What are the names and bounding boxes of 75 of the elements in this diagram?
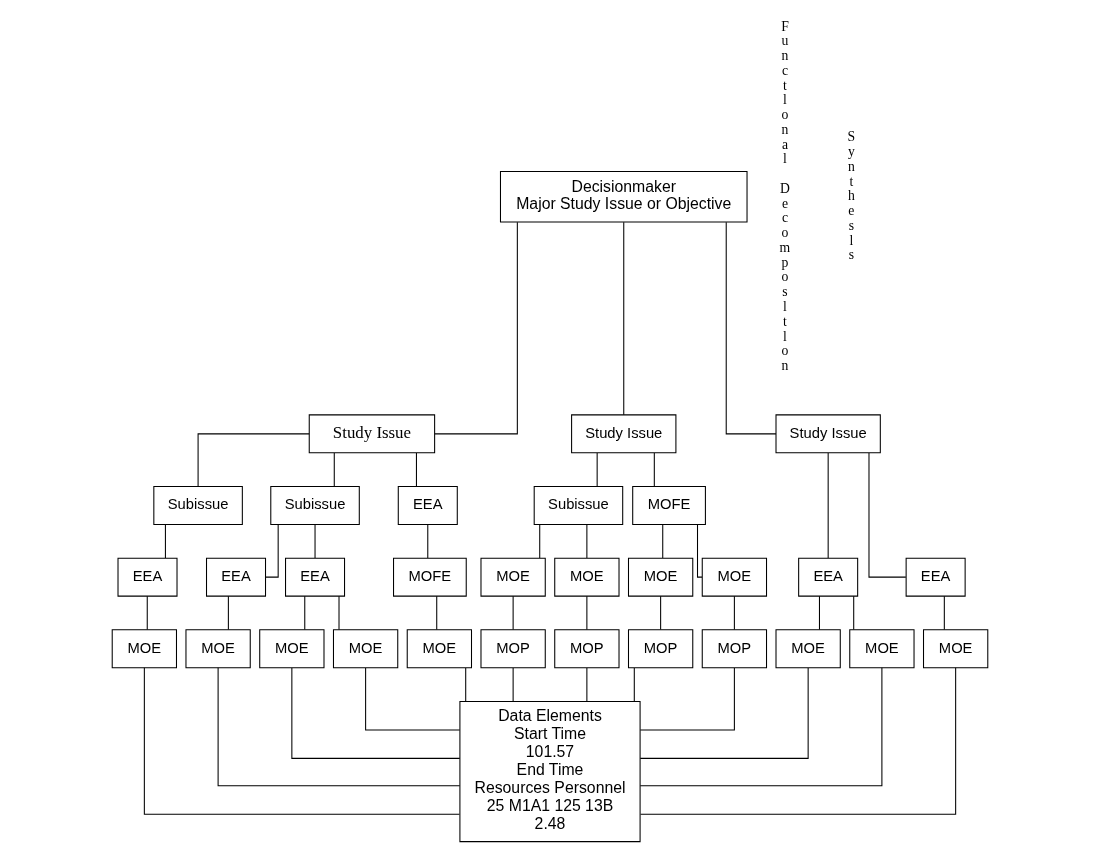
connector [338,595,340,631]
node-box: MOE [701,557,767,597]
node-box: Subissue [269,486,360,525]
connector [943,595,945,631]
label: Synthesls [847,129,855,263]
connector [415,452,417,487]
connector [512,667,514,702]
connector [653,452,655,487]
node-box: EEA [797,557,858,597]
connector [596,452,598,487]
connector [426,524,428,559]
connector [146,595,148,631]
node-box: MOE [332,629,398,669]
connector [143,667,460,815]
connector [227,595,229,631]
connector [464,667,466,702]
node-box: MOE [922,629,988,669]
connector [435,595,437,631]
node-box: EEA [205,557,266,597]
connector [867,452,906,578]
connector [364,667,460,731]
node-box: Study Issue [308,414,435,454]
node-box: MOE [627,557,693,597]
connector [827,452,829,559]
node-box: EEA [905,557,966,597]
node-box: Study Issue [570,414,676,454]
connector [639,667,956,815]
node-box: MOE [111,629,177,669]
node-box: MOE [258,629,325,669]
connector [217,667,460,787]
node-box: MOP [479,629,546,669]
connector [585,595,587,631]
node-box: MOE [184,629,251,669]
node-box: Subissue [533,486,623,525]
connector [197,433,310,487]
connector [314,524,316,559]
connector [290,667,460,759]
node-box: MOE [848,629,915,669]
node-box: MOE [553,557,620,597]
connector [538,524,540,559]
label: Functlonal Decomposltlon [779,18,790,373]
connector [512,595,514,631]
connector [639,667,735,731]
node-box: MOE [406,629,472,669]
node-box: EEA [117,557,178,597]
connector [661,524,663,559]
connector [585,524,587,559]
connector [852,595,854,631]
connector [639,667,882,787]
node-box: Decisionmaker Major Study Issue or Objective [499,170,748,223]
connector [433,221,518,435]
node-box: Data Elements Start Time 101.57 End Time Resources Personnel 25 M1A1 125 13B 2.48 [458,700,641,843]
node-box: MOFE [631,486,706,525]
connector [818,595,820,631]
node-box: EEA [397,486,458,525]
connector [696,524,703,578]
connector [333,452,335,487]
node-box: EEA [284,557,345,597]
node-box: MOP [701,629,767,669]
node-box: Subissue [152,486,243,525]
connector [303,595,305,631]
connector [639,667,809,759]
node-box: MOFE [392,557,467,597]
connector [622,221,624,416]
node-box: MOP [553,629,620,669]
connector [633,667,635,702]
node-box: MOP [627,629,693,669]
connector [733,595,735,631]
connector [585,667,587,702]
node-box: Study Issue [774,414,881,454]
connector [725,221,776,435]
connector [659,595,661,631]
node-box: MOE [774,629,841,669]
node-box: MOE [479,557,546,597]
connector [164,524,166,559]
